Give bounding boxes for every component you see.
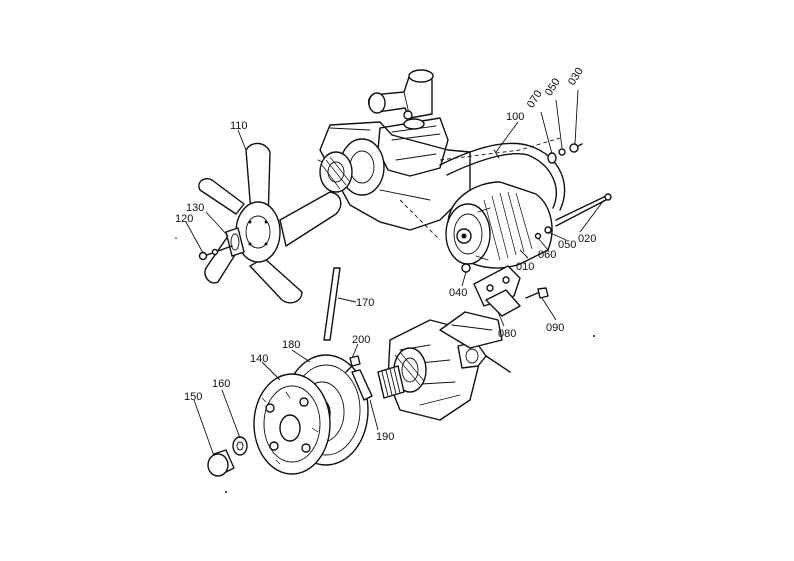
callout-030: 030 xyxy=(566,66,586,88)
washer-070 xyxy=(547,152,557,164)
callout-040: 040 xyxy=(449,287,467,299)
spacer-060 xyxy=(534,232,542,240)
cooling-fan-110 xyxy=(198,142,342,304)
pulley-nut-150 xyxy=(207,449,235,477)
callout-160: 160 xyxy=(212,378,230,390)
leader-lines xyxy=(185,89,605,457)
callout-130: 130 xyxy=(186,202,204,214)
callout-150: 150 xyxy=(184,391,202,403)
bracket-080 xyxy=(485,289,521,317)
callout-090: 090 xyxy=(546,322,564,334)
callout-100: 100 xyxy=(506,111,524,123)
adjust-bolt-020 xyxy=(555,193,612,227)
callout-060: 060 xyxy=(538,249,556,261)
fan-spacer-130 xyxy=(225,227,245,257)
alternator-010 xyxy=(445,181,553,307)
callout-020: 020 xyxy=(578,233,596,245)
washer-050-upper xyxy=(558,148,566,156)
washer-050-lower xyxy=(544,226,552,234)
callout-140: 140 xyxy=(250,353,268,365)
v-belt-170 xyxy=(323,267,341,341)
callout-050-lower: 050 xyxy=(558,239,576,251)
callout-070: 070 xyxy=(525,88,545,110)
callout-110: 110 xyxy=(230,120,248,132)
nut-040 xyxy=(461,263,471,273)
callout-080: 080 xyxy=(498,328,516,340)
bolt-200 xyxy=(345,355,361,373)
key-190 xyxy=(351,369,373,401)
callout-170: 170 xyxy=(356,297,374,309)
callout-120: 120 xyxy=(175,213,193,225)
callout-190: 190 xyxy=(376,431,394,443)
callout-200: 200 xyxy=(352,334,370,346)
bolt-030 xyxy=(569,143,583,153)
engine-block xyxy=(317,69,566,421)
pulley-140 xyxy=(253,373,331,475)
bolt-090 xyxy=(525,287,549,299)
callout-180: 180 xyxy=(282,339,300,351)
callout-050-upper: 050 xyxy=(543,76,563,98)
washer-160 xyxy=(232,436,248,456)
callout-010: 010 xyxy=(516,261,534,273)
